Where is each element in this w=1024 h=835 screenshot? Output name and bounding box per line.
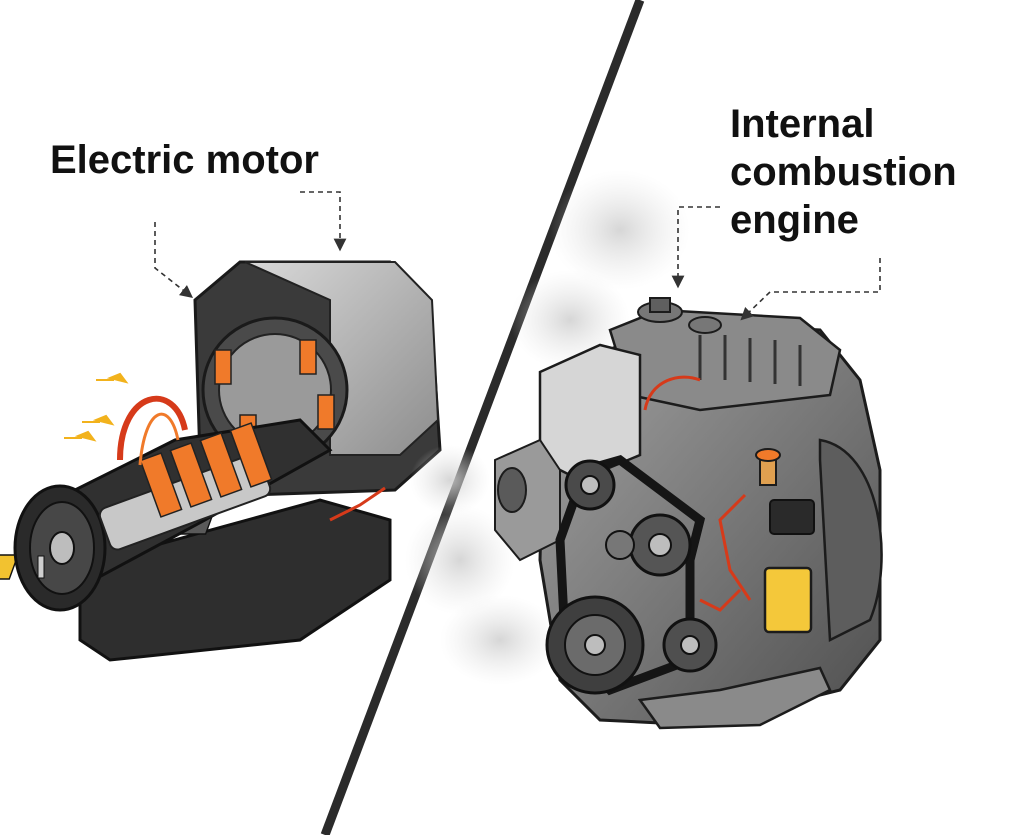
electric-motor-label: Electric motor [50, 138, 319, 182]
airflow-arrow-icon [64, 372, 129, 442]
ecu-module [769, 499, 815, 535]
battery-wire [329, 486, 386, 522]
coolant-reservoir [763, 566, 813, 634]
pulleys [545, 459, 718, 695]
engine-wiring [643, 375, 752, 612]
combustion-engine-label: Internal combustion engine [730, 100, 957, 244]
flywheel-housing [818, 438, 883, 642]
diagonal-divider [320, 0, 645, 835]
combustion-engine-label-line-1: Internal [730, 102, 875, 146]
power-wire [117, 395, 188, 461]
front-end-cap [13, 484, 107, 612]
rotor-assembly [98, 422, 273, 551]
dashed-arrow-icon [154, 191, 347, 298]
smoke-clouds [405, 170, 690, 685]
fuel-injector [755, 448, 781, 486]
oil-cap [637, 297, 722, 334]
oil-pan [637, 666, 832, 730]
battery-pack [78, 498, 392, 662]
combustion-engine-illustration [494, 297, 883, 730]
motor-housing-face [244, 261, 440, 456]
combustion-engine-label-line-2: combustion [730, 150, 957, 194]
valve-cover-ribs [698, 335, 802, 386]
power-wire-2 [138, 412, 180, 466]
dashed-arrow-icon-ice [671, 206, 881, 321]
electric-motor-illustration [0, 260, 442, 662]
combustion-engine-label-line-3: engine [730, 198, 859, 242]
